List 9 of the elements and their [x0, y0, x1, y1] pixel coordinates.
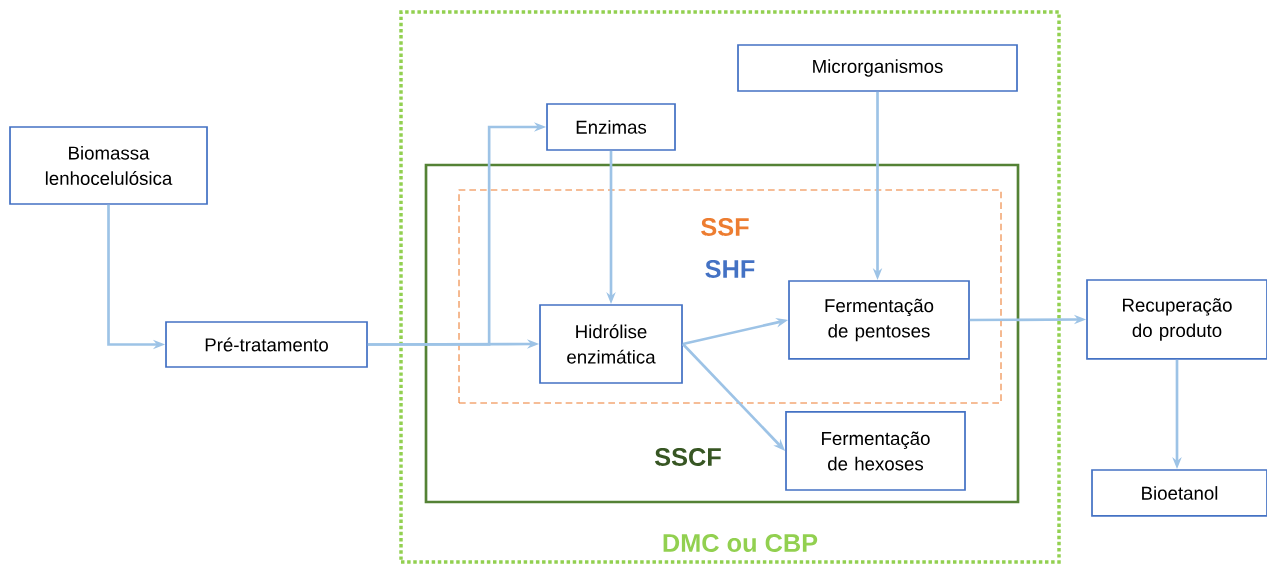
process-box: Microrganismos	[737, 44, 1018, 92]
process-box: Fermentação de pentoses	[788, 280, 970, 360]
process-box: Hidrólise enzimática	[539, 304, 683, 384]
process-box: Fermentação de hexoses	[785, 411, 966, 491]
process-box: Biomassa lenhocelulósica	[9, 126, 208, 205]
process-box: Recuperação do produto	[1086, 279, 1267, 360]
process-box: Pré-tratamento	[165, 321, 368, 368]
process-box: Enzimas	[546, 103, 676, 151]
process-box: Bioetanol	[1091, 469, 1267, 517]
